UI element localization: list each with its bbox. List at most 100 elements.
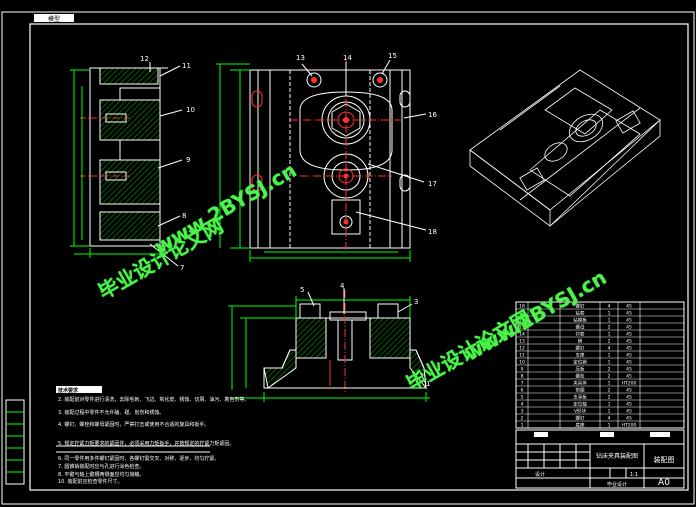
- part-number: 2: [521, 416, 524, 422]
- part-number: 5: [521, 395, 524, 401]
- part-material: 45: [626, 395, 632, 401]
- balloon-3: 3: [414, 298, 418, 306]
- part-name: 支承板: [573, 394, 587, 401]
- part-material: 45: [626, 402, 632, 408]
- part-name: 夹具体: [573, 380, 587, 387]
- note-4: 4. 螺钉、螺栓和螺母紧固时，严禁打击或使用不合适的旋具和扳手。: [58, 422, 210, 428]
- part-qty: 2: [608, 325, 611, 331]
- balloon-8: 8: [182, 212, 186, 220]
- left-section-view: [70, 62, 183, 267]
- part-material: 45: [626, 374, 632, 380]
- part-number: 3: [521, 409, 524, 415]
- drawing-number: 装配图: [654, 455, 675, 464]
- note-3: 3. 装配过程中零件不允许磕、碰、划伤和锈蚀。: [58, 410, 165, 416]
- balloon-4: 4: [340, 282, 345, 290]
- balloon-12: 12: [140, 55, 149, 63]
- part-name: 钻模板: [573, 317, 587, 324]
- part-material: 45: [626, 360, 632, 366]
- part-name: 支座: [576, 352, 585, 359]
- part-name: 底座: [576, 422, 585, 429]
- note-8: 8. 平键与轴上键槽两侧面应均匀接触。: [58, 472, 145, 478]
- note-7: 7. 圆锥销装配时应与孔进行涂色检查。: [58, 464, 145, 470]
- part-name: 螺钉: [576, 345, 585, 352]
- note-6: 6. 同一零件用多件螺钉紧固时，各螺钉需交叉、对称、逐步、均匀拧紧。: [58, 456, 220, 462]
- part-material: 45: [626, 311, 632, 317]
- balloon-15: 15: [388, 52, 397, 60]
- front-view: [216, 59, 427, 262]
- part-number: 13: [519, 339, 525, 345]
- part-number: 4: [521, 402, 524, 408]
- part-number: 1: [521, 423, 524, 429]
- part-material: 45: [626, 367, 632, 373]
- part-name: 螺母: [576, 324, 585, 331]
- part-qty: 1: [608, 353, 611, 359]
- balloon-7: 7: [180, 264, 184, 272]
- sheet-border: [1, 11, 695, 505]
- part-number: 6: [521, 388, 524, 394]
- part-name: 衬套: [576, 331, 585, 338]
- part-number: 8: [521, 374, 524, 380]
- part-number: 14: [519, 332, 525, 338]
- part-name: 螺钉: [576, 415, 585, 422]
- part-name: 螺栓: [576, 373, 585, 380]
- part-material: HT200: [622, 423, 637, 429]
- part-number: 16: [519, 318, 525, 324]
- part-name: 销: [578, 338, 583, 345]
- isometric-view: [469, 69, 661, 227]
- part-number: 11: [519, 353, 525, 359]
- part-name: 垫圈: [576, 387, 585, 394]
- part-qty: 2: [608, 395, 611, 401]
- part-number: 18: [519, 304, 525, 310]
- scale-value: 1:1: [630, 472, 638, 478]
- balloon-14: 14: [343, 54, 352, 62]
- balloon-18: 18: [428, 228, 437, 236]
- note-5: 5. 规定拧紧力矩要求的紧固件，必须采用力矩扳手，并按规定的拧紧力矩紧固。: [58, 441, 235, 447]
- designer-label: 设计: [535, 471, 545, 478]
- part-qty: 1: [608, 409, 611, 415]
- part-number: 10: [519, 360, 525, 366]
- title-tab: [34, 14, 74, 22]
- part-qty: 1: [608, 311, 611, 317]
- note-10: 10. 装配前应检查零件尺寸。: [58, 479, 123, 485]
- part-qty: 4: [608, 304, 611, 310]
- balloon-5: 5: [300, 286, 304, 294]
- part-number: 15: [519, 325, 525, 331]
- part-qty: 1: [608, 381, 611, 387]
- part-material: 45: [626, 332, 632, 338]
- part-material: 45: [626, 318, 632, 324]
- part-name: 定位轴: [573, 401, 587, 408]
- part-qty: 1: [608, 402, 611, 408]
- balloon-17: 17: [428, 180, 437, 188]
- part-material: 45: [626, 388, 632, 394]
- part-qty: 2: [608, 367, 611, 373]
- part-qty: 1: [608, 332, 611, 338]
- part-qty: 4: [608, 416, 611, 422]
- part-name: 压板: [576, 366, 585, 373]
- part-name: 定位销: [573, 359, 587, 366]
- notes-heading-bar: [56, 386, 102, 393]
- sheet-size: A0: [658, 478, 670, 488]
- balloon-1: 1: [426, 380, 430, 388]
- part-number: 7: [521, 381, 524, 387]
- drawing-frame: [29, 23, 689, 491]
- balloon-16: 16: [428, 111, 437, 119]
- part-material: 45: [626, 416, 632, 422]
- notes-title: 技术要求: [58, 388, 79, 394]
- balloon-9: 9: [186, 156, 190, 164]
- part-material: 45: [626, 325, 632, 331]
- title-block: [515, 429, 685, 489]
- note-2: 2. 装配前对零件进行清洗，去除毛刺、飞边、氧化皮、锈蚀、切屑、油污、着色剂等。: [58, 397, 250, 403]
- side-strip: [5, 399, 25, 485]
- part-material: 45: [626, 409, 632, 415]
- part-name: V形块: [574, 408, 587, 415]
- part-material: 45: [626, 353, 632, 359]
- part-number: 17: [519, 311, 525, 317]
- part-material: 45: [626, 304, 632, 310]
- part-material: 45: [626, 346, 632, 352]
- part-number: 12: [519, 346, 525, 352]
- part-qty: 2: [608, 374, 611, 380]
- part-number: 9: [521, 367, 524, 373]
